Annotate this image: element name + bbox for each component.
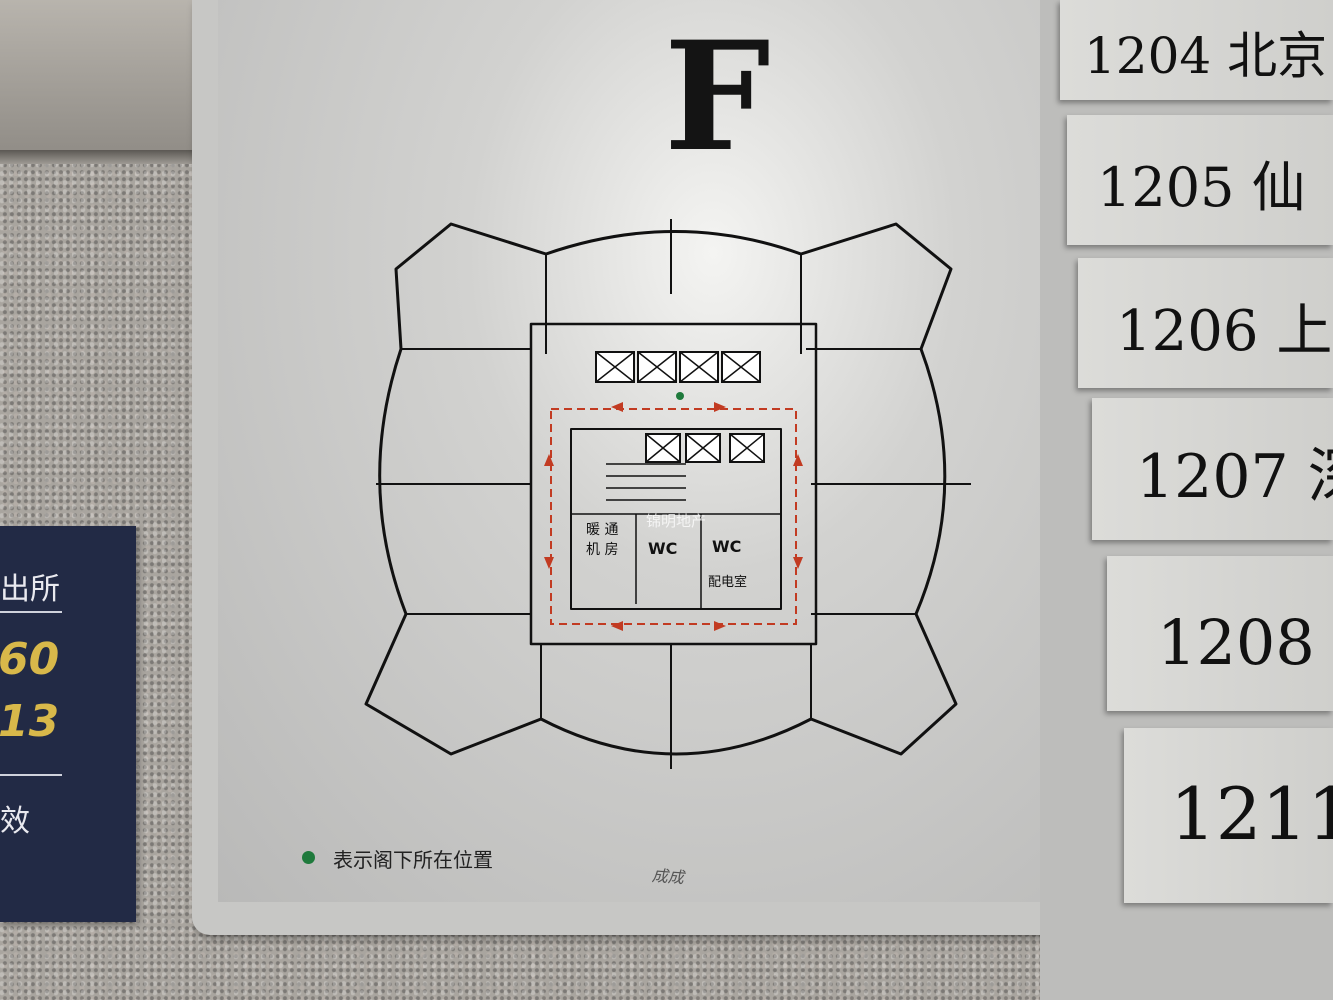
plate-text: 1207 深 <box>1136 442 1333 512</box>
wc-right-label: WC <box>712 537 741 556</box>
you-are-here-dot <box>676 392 684 400</box>
legend-text: 表示阁下所在位置 <box>333 848 493 872</box>
core <box>529 322 818 646</box>
notice-divider <box>0 774 62 776</box>
directory-plate-1211: 1211 <box>1124 728 1333 903</box>
plate-text: 1205 仙 <box>1097 156 1306 219</box>
plate-text: 1208 深 <box>1157 606 1333 679</box>
legend-dot-icon <box>302 851 315 864</box>
plate-text: 1206 上 <box>1116 299 1333 364</box>
building-outline <box>364 222 958 756</box>
directory-plate-1207: 1207 深 <box>1092 398 1333 540</box>
evacuation-route <box>550 408 797 625</box>
floor-plan-diagram: 暖 通 机 房 WC WC 配电室 锦明地产 <box>364 219 971 769</box>
watermark: 锦明地产 <box>646 512 706 530</box>
plate-text: 1204 北京 <box>1084 27 1328 85</box>
floor-letter: F <box>664 9 771 185</box>
notice-number1: 60 <box>0 634 60 685</box>
power-room-label: 配电室 <box>708 574 747 590</box>
directory-plate-1208: 1208 深 <box>1107 556 1333 711</box>
handwritten-scribble: 成成 <box>651 865 685 888</box>
notice-sign: 出所 60 13 效 <box>0 526 136 922</box>
interior-walls <box>376 219 971 769</box>
wc-left-label: WC <box>648 539 677 558</box>
notice-number2: 13 <box>0 696 60 747</box>
hvac-label-2: 机 房 <box>586 542 618 558</box>
hvac-label-1: 暖 通 <box>586 522 618 538</box>
notice-line2: 效 <box>0 804 30 839</box>
directory-plate-1206: 1206 上 <box>1078 258 1333 388</box>
directory-plate-1204: 1204 北京 <box>1060 0 1333 100</box>
notice-divider <box>0 611 62 613</box>
plate-text: 1211 <box>1170 772 1333 856</box>
notice-line1: 出所 <box>0 572 60 607</box>
inner-core <box>570 428 782 610</box>
directory-plate-1205: 1205 仙 <box>1067 115 1333 245</box>
